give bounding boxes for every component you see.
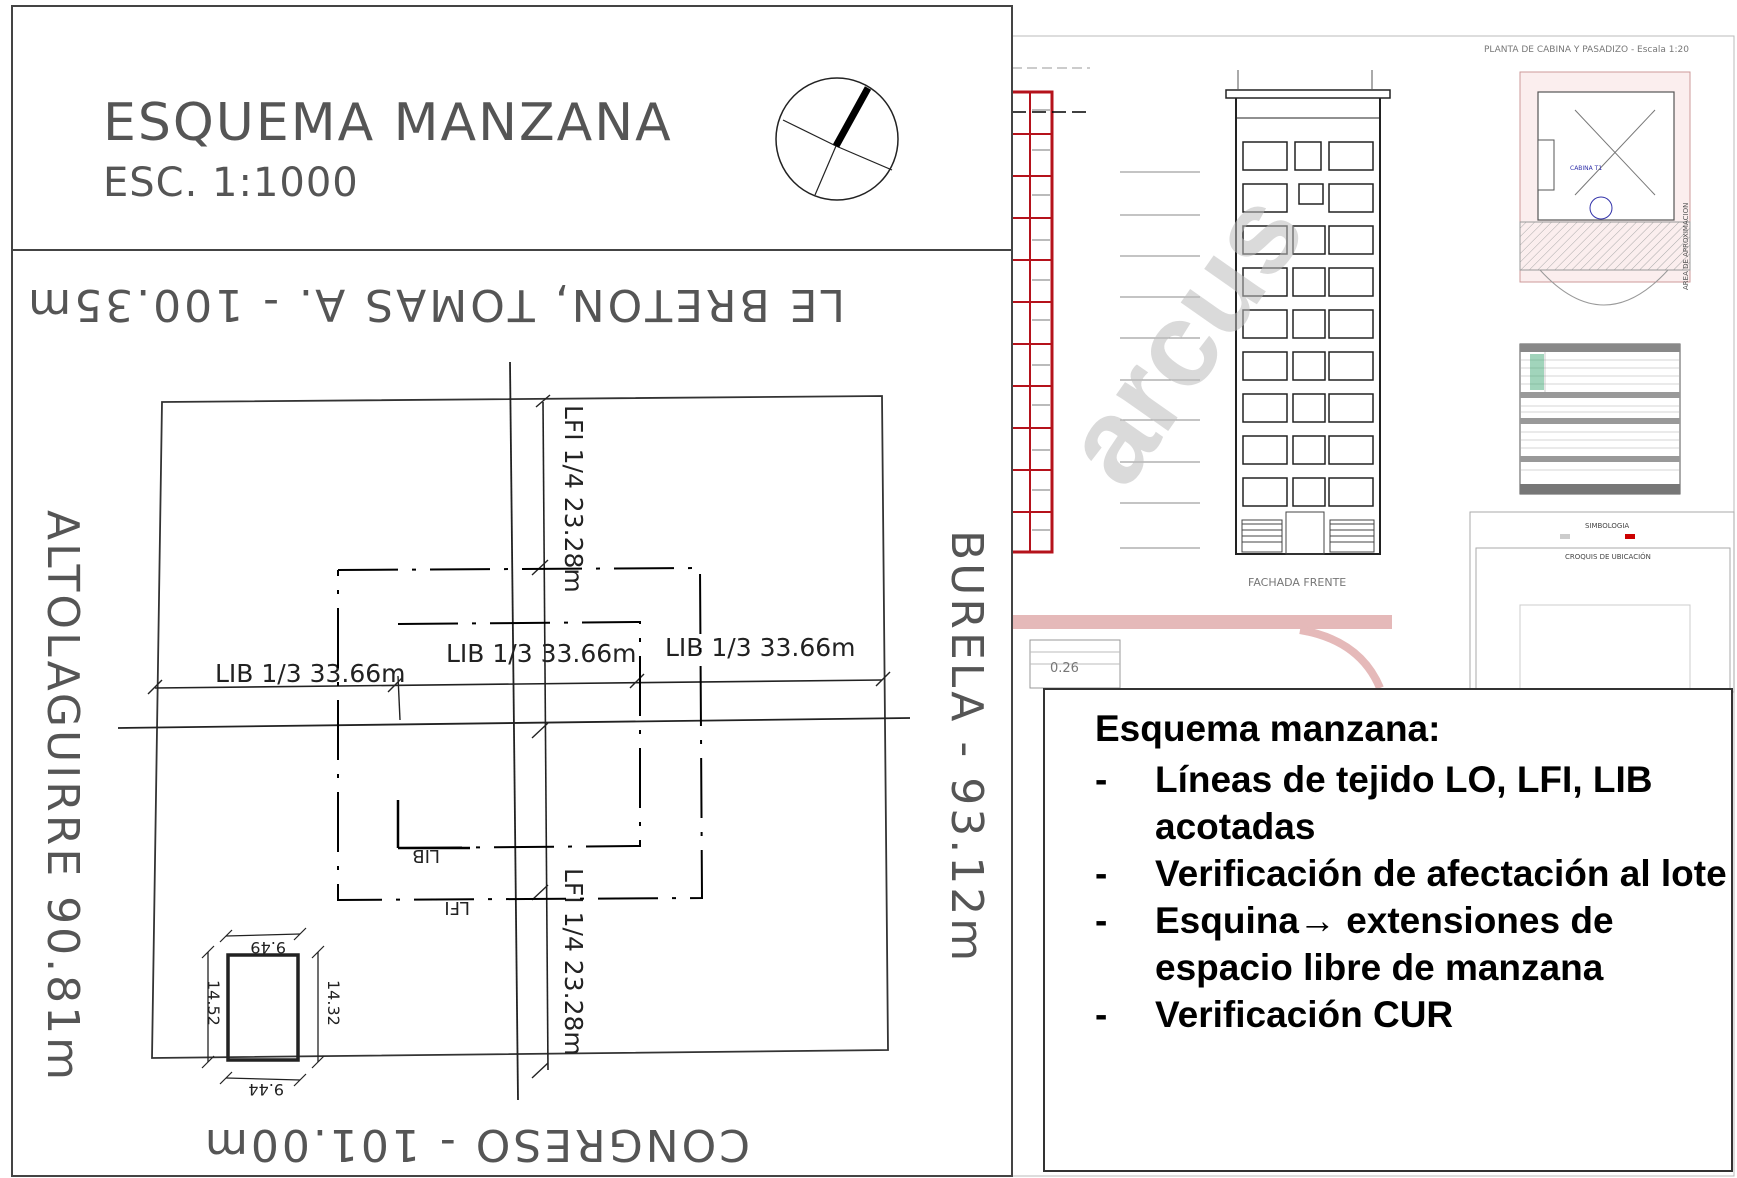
north-arrow-icon (775, 77, 899, 201)
bullet-dash: - (1095, 759, 1108, 800)
lot-left-dim: 14.52 (204, 980, 223, 1026)
list-item: - Verificación CUR (1095, 991, 1737, 1038)
mark-lib: LIB (412, 845, 440, 866)
lfi-top-label: LFI 1/4 23.28m (559, 405, 588, 593)
axis-vertical (509, 361, 519, 1101)
lib-center-label: LIB 1/3 33.66m (446, 639, 637, 668)
list-item-text: Verificación CUR (1155, 994, 1454, 1035)
street-bottom-label: CONGRESO - 101.00m (202, 1119, 750, 1170)
list-item-text: Esquina→ extensiones de espacio libre de… (1155, 900, 1614, 988)
cabin-plan: PLANTA DE CABINA Y PASADIZO - Escala 1:2… (1484, 45, 1691, 306)
location-sketch: SIMBOLOGIA CROQUIS DE UBICACIÓN (1469, 511, 1735, 693)
scheme-title: ESQUEMA MANZANA (103, 93, 673, 153)
block-outline (151, 395, 889, 1059)
lot-top-dim: 9.49 (250, 938, 286, 957)
list-item: - Líneas de tejido LO, LFI, LIB acotadas (1095, 756, 1737, 850)
facade-label: FACHADA FRENTE (1248, 576, 1346, 589)
street-top-label: LE BRETON, TOMAS A. - 100.35m (25, 279, 845, 330)
cabin-note: CABINA T1 (1570, 165, 1602, 172)
street-right-label: BURELA - 93.12m (941, 530, 992, 964)
axis-horizontal (117, 717, 911, 729)
lot-right-dim: 14.32 (324, 980, 343, 1026)
dim-0-26: 0.26 (1050, 661, 1079, 676)
list-item-text: Líneas de tejido LO, LFI, LIB acotadas (1155, 759, 1653, 847)
mark-lfi: LFI (444, 897, 470, 918)
street-left-label: ALTOLAGUIRRE 90.81m (37, 510, 88, 1083)
facade-elevation: FACHADA FRENTE (1225, 70, 1391, 589)
lot-bottom-dim: 9.44 (248, 1080, 284, 1099)
level-markers (1120, 171, 1200, 549)
elevator-calc-table (1519, 343, 1681, 495)
lib-right-label: LIB 1/3 33.66m (665, 633, 856, 662)
list-item: - Esquina→ extensiones de espacio libre d… (1095, 897, 1737, 991)
summary-callout: Esquema manzana: - Líneas de tejido LO, L… (1043, 688, 1733, 1172)
callout-list: -Líneas de tejido LO, LFI, LIB acotadas … (1095, 756, 1731, 1038)
lot-outline: 9.49 9.44 14.52 14.32 (201, 927, 343, 1099)
bullet-dash: - (1095, 853, 1108, 894)
lib-left-label: LIB 1/3 33.66m (215, 659, 406, 688)
list-item: - Verificación de afectación al lote (1095, 850, 1737, 897)
bullet-dash: - (1095, 994, 1108, 1035)
block-scheme-panel: ESQUEMA MANZANA ESC. 1:1000 LE BRETON, T… (11, 5, 1013, 1177)
lfi-bottom-label: LFI 1/4 23.28m (559, 868, 588, 1056)
location-title: CROQUIS DE UBICACIÓN (1565, 552, 1651, 561)
callout-title: Esquema manzana: (1095, 708, 1441, 749)
scheme-scale: ESC. 1:1000 (103, 160, 359, 206)
symbology-title: SIMBOLOGIA (1585, 522, 1629, 530)
cabin-plan-title: PLANTA DE CABINA Y PASADIZO - Escala 1:2… (1484, 45, 1689, 55)
bullet-dash: - (1095, 900, 1108, 941)
approach-area-label: AREA DE APROXIMACION (1682, 203, 1690, 290)
list-item-text: Verificación de afectación al lote (1155, 853, 1727, 894)
lower-floor-plan: 0.26 (1012, 615, 1392, 690)
